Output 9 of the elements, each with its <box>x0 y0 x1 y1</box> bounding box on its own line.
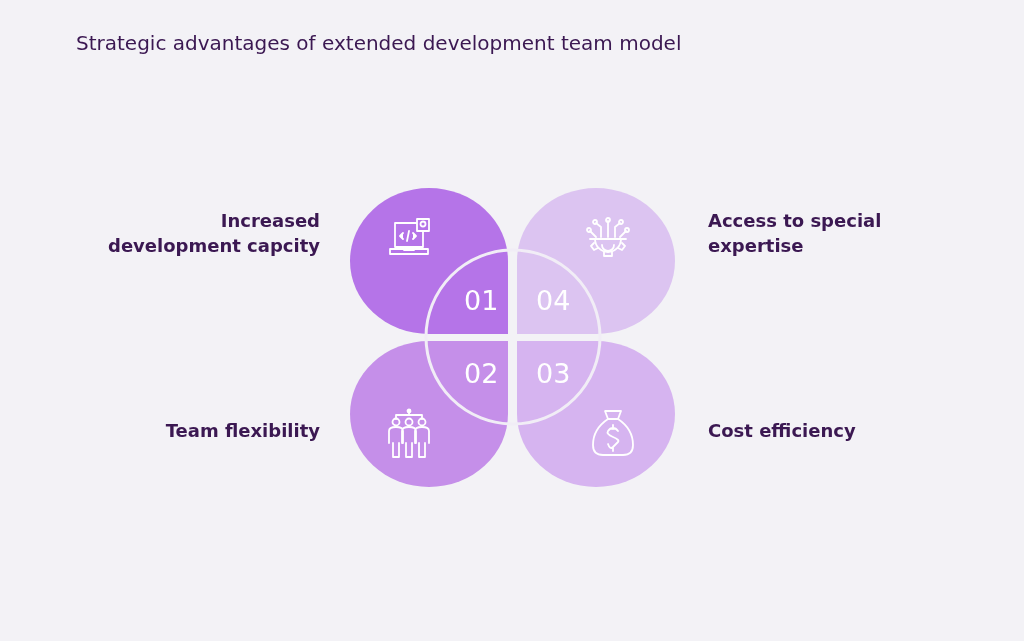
advantage-label: Increased development capcity <box>107 209 320 258</box>
advantage-label: Access to special expertise <box>708 209 883 258</box>
title: Strategic advantages of extended development team model <box>76 31 682 55</box>
step-number: 02 <box>464 360 499 387</box>
step-number: 04 <box>536 287 571 314</box>
advantage-label: Cost efficiency <box>708 419 857 443</box>
step-number: 01 <box>464 287 499 314</box>
advantage-label: Team flexibility <box>164 419 320 443</box>
step-number: 03 <box>536 360 571 387</box>
